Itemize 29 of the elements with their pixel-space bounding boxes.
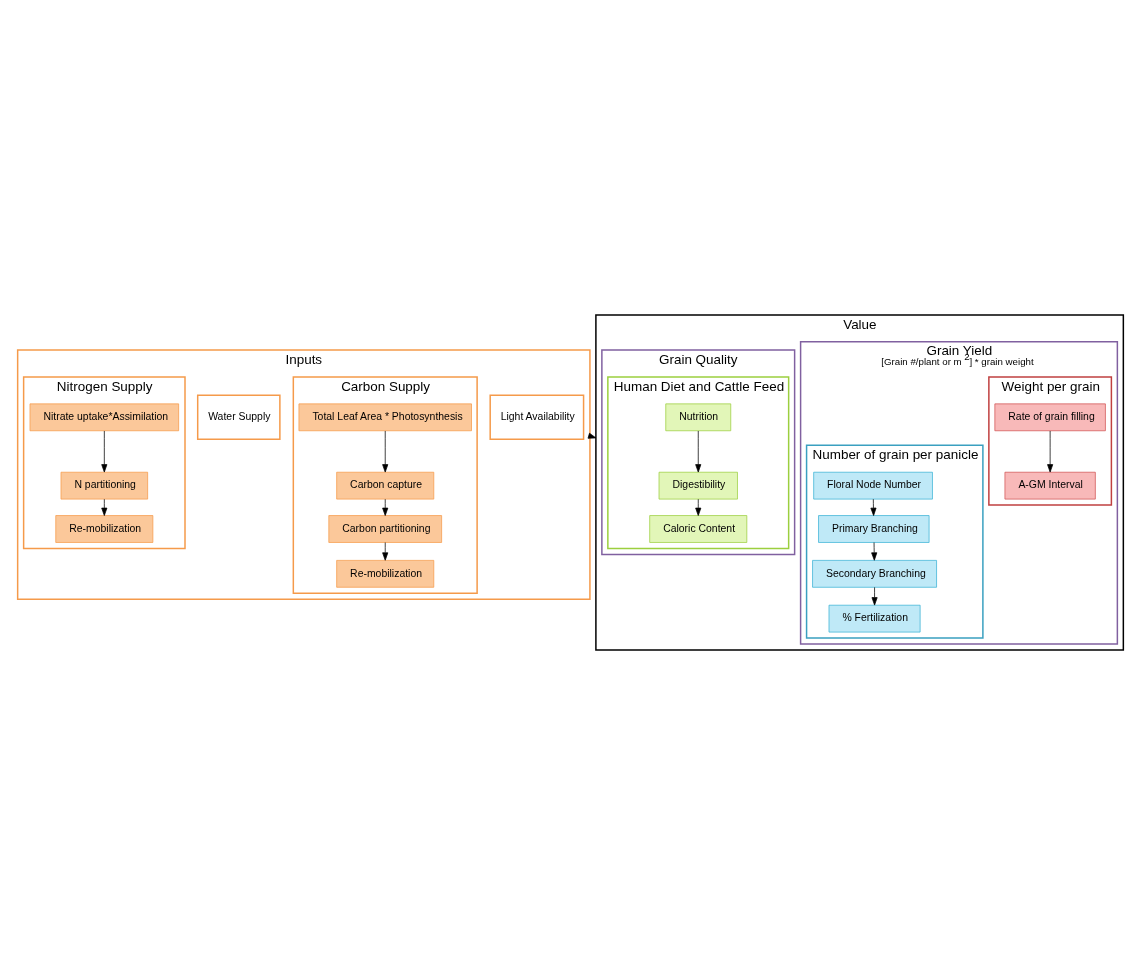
node-box: Rate of grain filling	[994, 403, 1106, 432]
arrow	[382, 542, 389, 561]
node-box: Nutrition	[665, 403, 732, 432]
arrow	[871, 586, 878, 606]
node-box: N partitioning	[60, 471, 149, 500]
node-box: Re-mobilization	[336, 560, 435, 588]
node-box: Digestibility	[658, 471, 738, 500]
node-box: A-GM Interval	[1004, 471, 1096, 500]
arrow	[382, 430, 389, 473]
node-box: Light Availability	[489, 394, 585, 441]
arrow	[1047, 430, 1054, 473]
node-box: Floral Node Number	[813, 471, 933, 500]
arrow	[101, 430, 108, 473]
arrow	[382, 498, 389, 516]
arrow	[695, 498, 702, 516]
node-box: Primary Branching	[818, 515, 930, 543]
node-box: Total Leaf Area * Photosynthesis	[298, 403, 472, 432]
node-box: % Fertilization	[828, 604, 921, 633]
node-box: Caloric Content	[649, 515, 748, 543]
node-box: Carbon partitioning	[328, 515, 442, 543]
node-box: Nitrate uptake*Assimilation	[29, 403, 180, 432]
node-box: Carbon capture	[336, 471, 435, 500]
arrow	[871, 542, 878, 561]
node-box: Water Supply	[196, 394, 281, 441]
node-box: Secondary Branching	[812, 560, 937, 588]
arrow	[101, 498, 108, 516]
arrow	[695, 430, 702, 473]
arrow	[870, 498, 877, 516]
node-box: Re-mobilization	[55, 515, 154, 543]
